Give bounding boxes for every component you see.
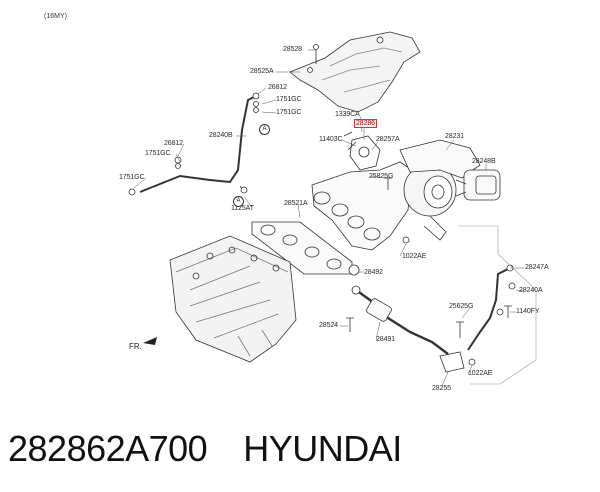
callout-28247a: 28247A	[525, 264, 549, 271]
callout-1125at: 1125AT	[231, 205, 254, 212]
callout-1022ae-lower: 1022AE	[468, 370, 493, 377]
heat-shield-drawing	[289, 31, 421, 113]
leader-lines	[133, 49, 525, 387]
callout-28525a: 28525A	[250, 68, 274, 75]
front-arrow-icon	[143, 337, 157, 345]
callout-1751gc-upper-1: 1751GC	[276, 96, 302, 103]
coolant-pipe-drawing	[348, 264, 465, 373]
oil-feed-pipe-drawing	[128, 92, 260, 196]
callout-28240a: 28240A	[519, 287, 543, 294]
callout-11403c: 11403C	[319, 136, 343, 143]
turbocharger-drawing	[399, 139, 501, 241]
callout-28528: 28528	[283, 46, 302, 53]
callout-26812-upper: 26812	[268, 84, 287, 91]
callout-28286-highlighted: 28286	[354, 119, 377, 128]
callout-28231: 28231	[445, 133, 464, 140]
bolts-drawing	[240, 131, 512, 366]
callout-1751gc-upper-2: 1751GC	[276, 109, 302, 116]
model-year-label: (16MY)	[44, 13, 67, 20]
callout-28248b: 28248B	[472, 158, 496, 165]
brand-name: HYUNDAI	[243, 428, 402, 469]
callout-1751gc-lower-2: 1751GC	[119, 174, 145, 181]
engine-block-drawing	[169, 235, 297, 363]
callout-28255: 28255	[432, 385, 451, 392]
parts-diagram: (16MY) 28528 28525A 26812 1751GC 1751GC …	[44, 13, 549, 392]
diagram-drawing	[128, 31, 537, 387]
callout-25825g: 25825G	[369, 173, 394, 180]
front-direction-label: FR.	[129, 342, 142, 351]
callout-28521a: 28521A	[284, 200, 308, 207]
callout-28491: 28491	[376, 336, 395, 343]
part-number: 282862A700	[8, 428, 208, 469]
ref-circle-a-upper: A	[259, 124, 270, 135]
callout-28240b: 28240B	[209, 132, 233, 139]
ref-circle-a-lower: A	[233, 196, 244, 207]
callout-28257a: 28257A	[376, 136, 400, 143]
footer-caption: 282862A700 HYUNDAI	[8, 428, 402, 470]
callout-1140fy: 1140FY	[516, 308, 540, 315]
callout-1022ae-upper: 1022AE	[402, 253, 427, 260]
callout-1751gc-lower-1: 1751GC	[145, 150, 171, 157]
callout-26812-lower: 26812	[164, 140, 183, 147]
exhaust-manifold-drawing	[311, 135, 413, 251]
callout-28492: 28492	[364, 269, 383, 276]
callout-28524: 28524	[319, 322, 338, 329]
callout-25625g: 25625G	[449, 303, 474, 310]
callout-1339ca: 1339CA	[335, 111, 360, 118]
